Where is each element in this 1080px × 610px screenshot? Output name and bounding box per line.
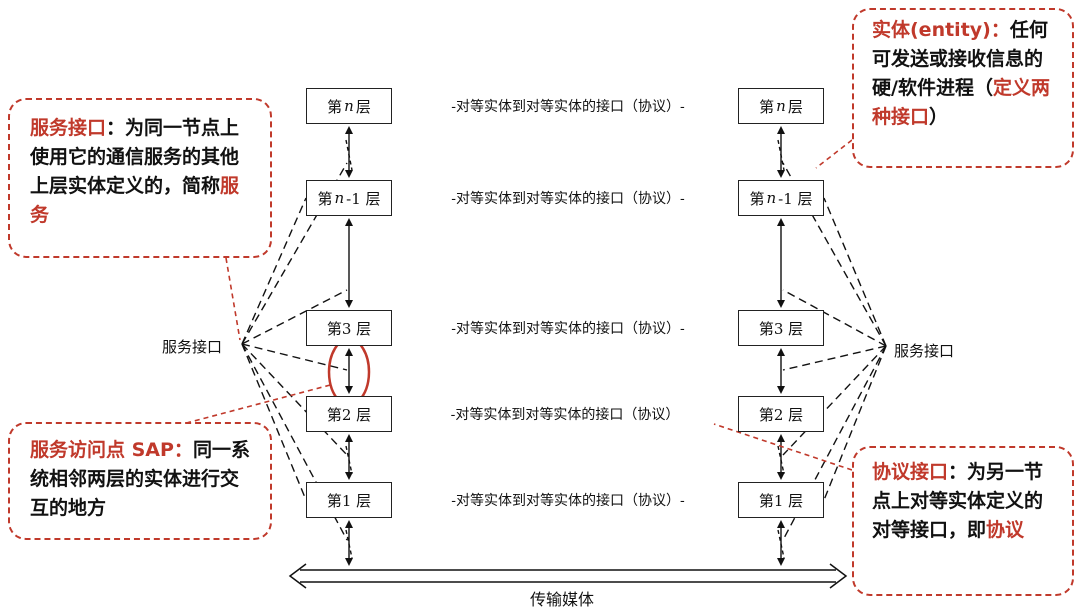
layer-prefix: 第 — [758, 319, 774, 338]
peer-interface-label-1: -对等实体到对等实体的接口（协议）- — [450, 490, 686, 510]
callout-entity-title: 实体(entity)： — [872, 19, 1010, 41]
peer-interface-label-n: -对等实体到对等实体的接口（协议）- — [450, 96, 686, 116]
service-interface-dashed-line-right — [823, 197, 887, 347]
callout-entity-highlight: 定义两种接口 — [872, 77, 1050, 128]
callout-sap-title: 服务访问点 SAP： — [30, 439, 193, 461]
right-layer-1: 第 1 层 — [738, 482, 824, 518]
layer-prefix: 第 — [326, 491, 342, 510]
service-interface-dashed-line-right — [823, 345, 887, 501]
transmission-medium-arrowheads — [288, 563, 848, 589]
layer-prefix: 第 — [758, 405, 774, 424]
callout-pointer-entity — [815, 139, 853, 169]
service-interface-dashed-line-left — [241, 343, 348, 371]
right-layer-n-minus-1: 第 n -1 层 — [738, 180, 824, 216]
layer-suffix: 3 层 — [773, 319, 804, 338]
right-layer-2: 第 2 层 — [738, 396, 824, 432]
arrow-tick-mark — [345, 529, 353, 559]
callout-service-body: ：为同一节点上使用它的通信服务的其他上层实体定义的，简称 — [30, 117, 240, 197]
service-interface-label-right: 服务接口 — [892, 340, 957, 361]
arrow-tick-mark — [345, 139, 353, 171]
callout-protocol-interface: 协议接口：为另一节点上对等实体定义的对等接口，即协议 — [852, 446, 1074, 596]
peer-interface-label-2: -对等实体到对等实体的接口（协议） — [449, 404, 681, 424]
service-interface-dashed-line-right — [782, 345, 887, 456]
arrow-tick-mark — [345, 445, 353, 475]
left-layer-2: 第 2 层 — [306, 396, 392, 432]
service-interface-dashed-line-left — [241, 197, 307, 345]
callout-protocol-title: 协议接口 — [872, 461, 949, 483]
layer-suffix: 1 层 — [773, 491, 804, 510]
layer-prefix: 第 — [317, 189, 333, 208]
left-layer-3: 第 3 层 — [306, 310, 392, 346]
callout-entity-body: 任何可发送或接收信息的硬/软件进程（ — [872, 19, 1048, 99]
service-interface-dashed-line-left — [241, 289, 348, 345]
layer-suffix: 3 层 — [341, 319, 372, 338]
callout-service-interface: 服务接口：为同一节点上使用它的通信服务的其他上层实体定义的，简称服务 — [8, 98, 272, 258]
left-layer-1: 第 1 层 — [306, 482, 392, 518]
callout-sap: 服务访问点 SAP：同一系统相邻两层的实体进行交互的地方 — [8, 422, 272, 540]
arrow-tick-mark — [777, 445, 785, 475]
layer-prefix: 第 — [326, 405, 342, 424]
layer-prefix: 第 — [759, 97, 775, 116]
layer-prefix: 第 — [327, 97, 343, 116]
layer-suffix: 1 层 — [341, 491, 372, 510]
callout-pointer-service — [225, 257, 241, 341]
callout-sap-body: 同一系统相邻两层的实体进行交互的地方 — [30, 439, 250, 519]
arrow-tick-mark — [777, 139, 785, 171]
layer-suffix: 2 层 — [773, 405, 804, 424]
layer-var: n — [776, 97, 786, 115]
service-interface-dashed-line-right — [782, 289, 887, 347]
callout-pointer-protocol — [713, 423, 853, 471]
layer-suffix: 层 — [787, 97, 803, 116]
layer-suffix: -1 层 — [778, 189, 813, 208]
callout-entity-close: ） — [929, 106, 949, 128]
left-layer-n-minus-1: 第 n -1 层 — [306, 180, 392, 216]
right-layer-n: 第 n 层 — [738, 88, 824, 124]
callout-protocol-body: ：为另一节点上对等实体定义的对等接口，即 — [872, 461, 1044, 541]
left-layer-n: 第 n 层 — [306, 88, 392, 124]
layer-prefix: 第 — [749, 189, 765, 208]
layer-suffix: -1 层 — [346, 189, 381, 208]
layer-var: n — [344, 97, 354, 115]
layer-suffix: 层 — [355, 97, 371, 116]
callout-protocol-highlight: 协议 — [986, 519, 1025, 541]
service-interface-label-left: 服务接口 — [160, 336, 225, 357]
callout-service-tail: 服务 — [30, 175, 240, 226]
transmission-medium-label: 传输媒体 — [530, 590, 595, 609]
callout-entity: 实体(entity)：任何可发送或接收信息的硬/软件进程（定义两种接口） — [852, 8, 1074, 168]
layer-prefix: 第 — [758, 491, 774, 510]
service-interface-dashed-line-right — [782, 345, 887, 371]
layer-prefix: 第 — [326, 319, 342, 338]
service-interface-dashed-line-left — [241, 343, 307, 501]
callout-service-title: 服务接口 — [30, 117, 107, 139]
arrow-tick-mark — [777, 529, 785, 559]
layer-var: n — [766, 189, 777, 207]
layer-var: n — [334, 189, 345, 207]
layer-suffix: 2 层 — [341, 405, 372, 424]
peer-interface-label-3: -对等实体到对等实体的接口（协议）- — [450, 318, 686, 338]
peer-interface-label-n-minus-1: -对等实体到对等实体的接口（协议）- — [450, 188, 686, 208]
right-layer-3: 第 3 层 — [738, 310, 824, 346]
